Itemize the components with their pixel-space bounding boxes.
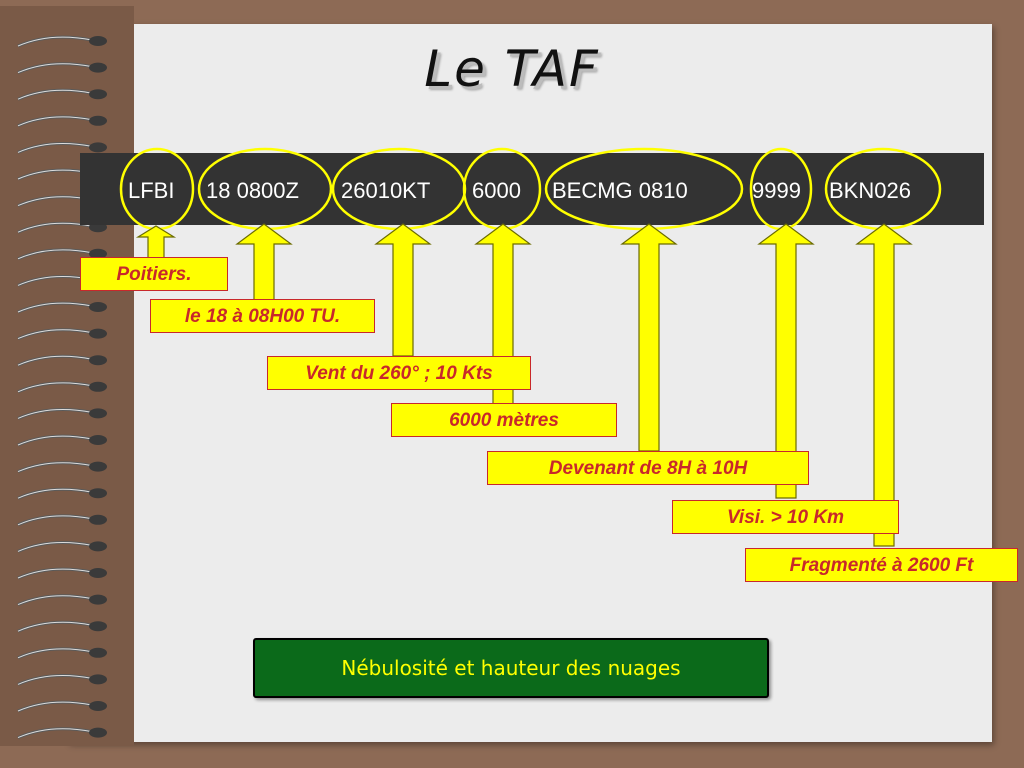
binding-hole [89,381,107,392]
spiral-ring [17,142,107,154]
spiral-wire-highlight [17,595,93,606]
spiral-wire-highlight [17,382,93,393]
spiral-ring [17,487,107,500]
arrow-becoming [620,223,678,452]
arrow-clouds [855,223,913,547]
spiral-wire-highlight [17,302,93,313]
label-becoming: Devenant de 8H à 10H [487,451,809,485]
ellipse-becoming [544,147,744,231]
spiral-wire-highlight [17,329,93,340]
ellipse-clouds [824,147,942,231]
binding-hole [89,302,107,312]
spiral-ring [17,381,107,394]
spiral-wire-highlight [17,462,93,473]
label-wind: Vent du 260° ; 10 Kts [267,356,531,390]
spiral-ring [17,248,107,261]
ellipse-visibility [462,147,542,231]
binding-hole [89,701,107,711]
binding-hole [89,435,107,445]
ellipse-visibility-2 [749,147,813,231]
spiral-ring [17,674,107,686]
arrow-wind [374,223,432,357]
spiral-wire-highlight [17,89,93,100]
taf-token-wind: 26010KT [341,178,431,203]
binding-hole [89,142,107,153]
taf-token-visibility: 6000 [472,178,521,203]
clouds-info-button[interactable]: Nébulosité et hauteur des nuages [253,638,769,698]
spiral-wire-highlight [17,36,93,47]
binding-hole [89,62,107,73]
taf-token-datetime: 18 0800Z [206,178,299,203]
spiral-ring [17,62,107,74]
spiral-ring [17,541,107,553]
binding-hole [89,594,107,605]
spiral-wire-highlight [17,435,93,446]
binding-hole [89,89,107,100]
spiral-wire-highlight [17,63,93,74]
spiral-wire-highlight [17,515,93,526]
taf-token-clouds: BKN026 [829,178,911,203]
ellipse-datetime [197,147,333,231]
binding-hole [89,514,107,525]
spiral-wire-highlight [17,409,93,419]
spiral-wire-highlight [17,621,93,632]
spiral-ring [17,328,107,340]
spiral-ring [17,514,107,527]
spiral-wire-highlight [17,488,93,499]
spiral-ring [17,647,107,660]
spiral-wire-highlight [17,568,93,579]
spiral-wire-highlight [17,701,93,712]
label-datetime: le 18 à 08H00 TU. [150,299,375,333]
spiral-ring [17,301,107,314]
spiral-wire-highlight [17,728,93,739]
label-visibility-2: Visi. > 10 Km [672,500,899,534]
spiral-wire-highlight [17,542,93,552]
binding-hole [89,541,107,552]
spiral-ring [17,567,107,580]
spiral-ring [17,461,107,473]
label-visibility: 6000 mètres [391,403,617,437]
spiral-ring [17,354,107,367]
spiral-wire-highlight [17,675,93,685]
binding-hole [89,115,107,126]
binding-hole [89,408,107,419]
label-clouds: Fragmenté à 2600 Ft [745,548,1018,582]
spiral-ring [17,727,107,739]
taf-token-becoming: BECMG 0810 [552,178,688,203]
spiral-ring [17,700,107,713]
spiral-ring [17,115,107,128]
spiral-ring [17,620,107,633]
label-location: Poitiers. [80,257,228,291]
binding-hole [89,647,107,658]
binding-hole [89,568,107,578]
taf-token-location: LFBI [128,178,175,203]
spiral-ring [17,434,107,447]
spiral-wire-highlight [17,116,93,127]
binding-hole [89,248,107,259]
binding-hole [89,727,107,738]
spiral-ring [17,594,107,606]
binding-hole [89,461,107,472]
ellipse-location [119,147,195,231]
arrow-datetime [235,223,293,301]
ellipse-wind [331,147,467,231]
binding-hole [89,674,107,685]
spiral-wire-highlight [17,143,93,153]
binding-hole [89,621,107,632]
slide-title: Le TAF [424,40,600,98]
spiral-ring [17,35,107,48]
spiral-ring [17,88,107,101]
spiral-ring [17,408,107,420]
spiral-wire-highlight [17,355,93,366]
taf-token-visibility-2: 9999 [752,178,801,203]
binding-hole [89,488,107,499]
binding-hole [89,355,107,366]
spiral-wire-highlight [17,249,93,260]
binding-hole [89,36,107,46]
spiral-wire-highlight [17,648,93,659]
binding-hole [89,328,107,339]
